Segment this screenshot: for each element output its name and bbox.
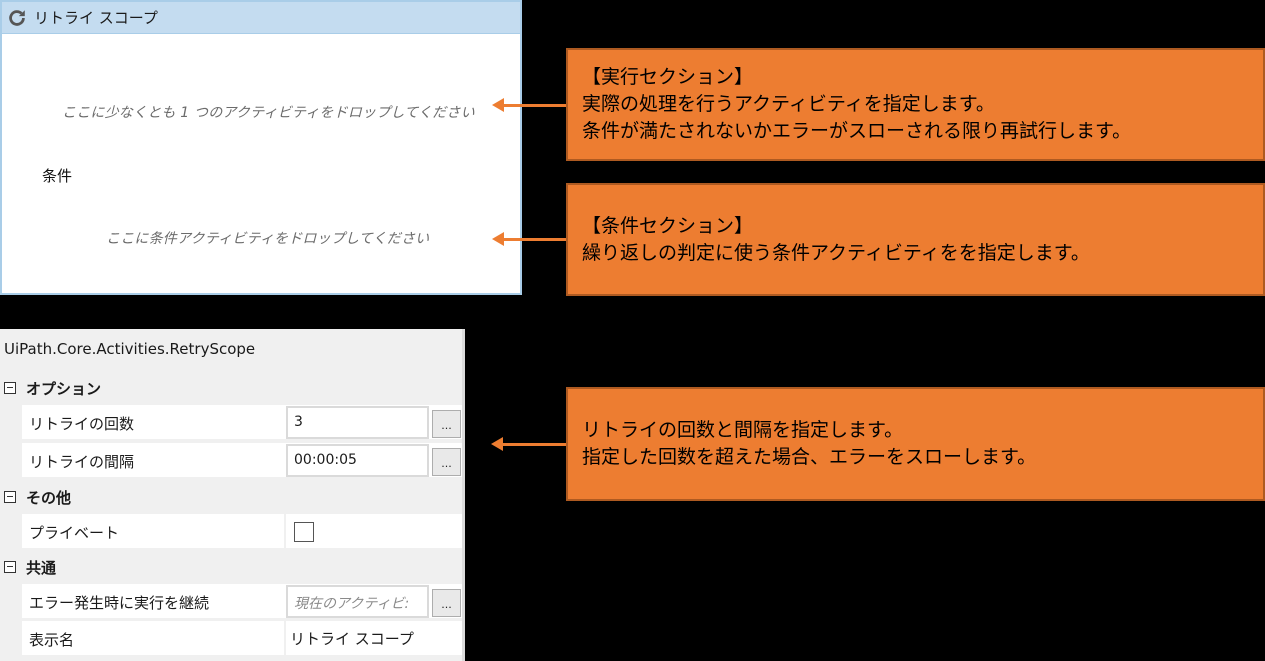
callout-line: 条件が満たされないかエラーがスローされる限り再試行します。 (582, 120, 1132, 142)
refresh-icon (9, 9, 25, 26)
action-drop-zone[interactable]: ここに少なくとも 1 つのアクティビティをドロップしてください (62, 105, 475, 121)
callout-line: 指定した回数を超えた場合、エラーをスローします。 (582, 446, 1037, 468)
callout-condition-section: 【条件セクション】 繰り返しの判定に使う条件アクティビティをを指定します。 (566, 183, 1265, 296)
retry-interval-expression-button[interactable]: ... (432, 448, 461, 476)
callout-line: 【条件セクション】 (582, 214, 754, 237)
property-row-retry-interval: リトライの間隔 00:00:05 ... (22, 443, 462, 479)
category-common[interactable]: 共通 (0, 552, 462, 582)
continue-on-error-expression-button[interactable]: ... (432, 589, 461, 617)
activity-header[interactable]: リトライ スコープ (2, 2, 520, 34)
property-row-private: プライベート (22, 514, 462, 550)
activity-title: リトライ スコープ (34, 9, 158, 27)
property-row-continue-on-error: エラー発生時に実行を継続 現在のアクティビ: ... (22, 584, 462, 620)
continue-on-error-input[interactable]: 現在のアクティビ: (286, 585, 429, 618)
callout-line: 【実行セクション】 (582, 66, 754, 88)
collapse-icon[interactable] (4, 382, 16, 394)
callout-line: リトライの回数と間隔を指定します。 (582, 419, 904, 441)
display-name-input[interactable]: リトライ スコープ (290, 630, 414, 648)
category-misc[interactable]: その他 (0, 482, 462, 512)
retry-count-expression-button[interactable]: ... (432, 410, 461, 438)
collapse-icon[interactable] (4, 561, 16, 573)
private-checkbox[interactable] (294, 522, 314, 542)
property-label: リトライの回数 (29, 415, 135, 433)
collapse-icon[interactable] (4, 491, 16, 503)
category-label: その他 (26, 488, 72, 507)
property-label: 表示名 (29, 631, 75, 649)
retry-interval-input[interactable]: 00:00:05 (286, 444, 429, 477)
properties-panel: UiPath.Core.Activities.RetryScope オプション … (0, 329, 465, 661)
condition-label: 条件 (42, 167, 73, 185)
callout-retry-options: リトライの回数と間隔を指定します。 指定した回数を超えた場合、エラーをスローしま… (566, 387, 1265, 501)
property-row-display-name: 表示名 リトライ スコープ (22, 621, 462, 657)
arrow-left-icon (492, 98, 566, 112)
retry-count-input[interactable]: 3 (286, 406, 429, 439)
category-label: オプション (26, 379, 102, 398)
retry-scope-activity[interactable]: リトライ スコープ ここに少なくとも 1 つのアクティビティをドロップしてくださ… (0, 0, 522, 295)
callout-line: 実際の処理を行うアクティビティを指定します。 (582, 93, 995, 115)
property-label: プライベート (29, 524, 120, 542)
activity-type-name: UiPath.Core.Activities.RetryScope (4, 340, 256, 358)
property-label: リトライの間隔 (29, 453, 135, 471)
callout-action-section: 【実行セクション】 実際の処理を行うアクティビティを指定します。 条件が満たされ… (566, 48, 1265, 161)
arrow-left-icon (491, 437, 566, 451)
condition-drop-zone[interactable]: ここに条件アクティビティをドロップしてください (106, 231, 430, 247)
callout-line: 繰り返しの判定に使う条件アクティビティをを指定します。 (582, 241, 1090, 264)
property-label: エラー発生時に実行を継続 (29, 594, 210, 612)
category-options[interactable]: オプション (0, 373, 462, 403)
property-row-retry-count: リトライの回数 3 ... (22, 405, 462, 441)
category-label: 共通 (26, 558, 57, 577)
arrow-left-icon (492, 232, 566, 246)
